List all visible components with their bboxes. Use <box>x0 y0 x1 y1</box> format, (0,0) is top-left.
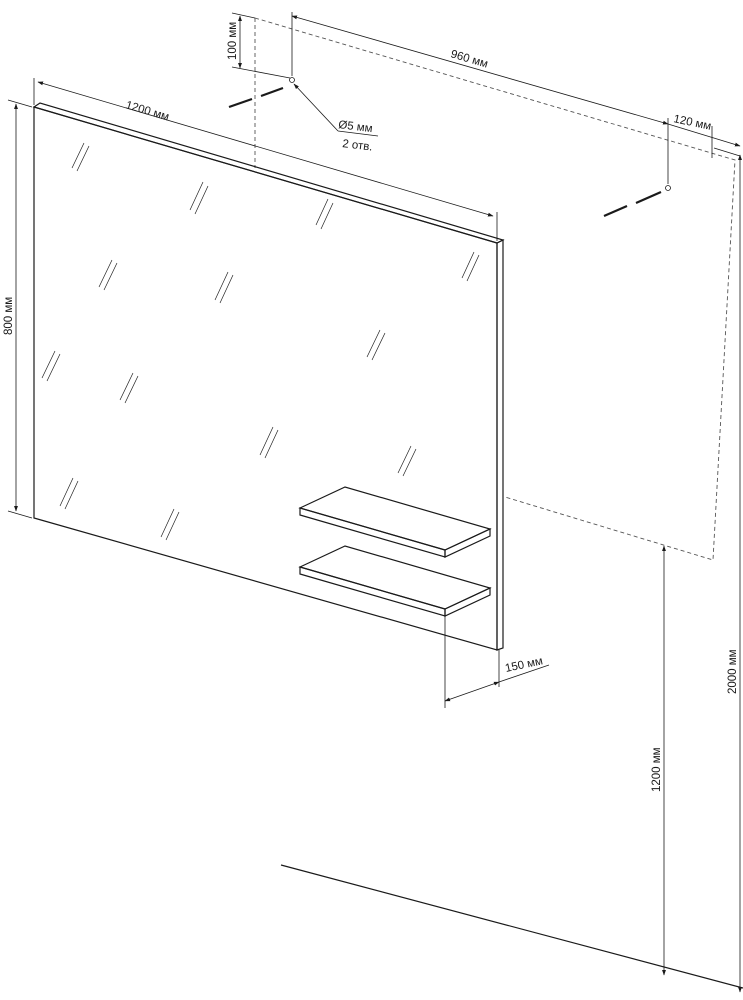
upper-shelf <box>298 486 492 558</box>
dimension-mirror-width: 1200 мм <box>33 78 498 241</box>
mirror-panel <box>32 102 505 651</box>
top-offset-label: 100 мм <box>227 22 239 60</box>
side-offset-label: 120 мм <box>672 113 712 133</box>
glass-reflection-marks <box>41 142 480 541</box>
mirror-height-label: 800 мм <box>3 297 15 335</box>
hole-count-label: 2 отв. <box>342 138 374 154</box>
lower-shelf <box>298 545 492 617</box>
right-screw-icon <box>603 185 671 218</box>
dimension-mirror-height: 800 мм <box>3 99 33 519</box>
floor-line <box>280 864 743 989</box>
hole-callout: Ø5 мм 2 отв. <box>293 83 379 154</box>
dimension-top-offset: 100 мм <box>227 12 291 79</box>
mirror-width-label: 1200 мм <box>124 99 170 123</box>
dimension-mount-height-lower: 1200 мм <box>651 545 666 976</box>
dimension-shelf-depth: 150 мм <box>444 616 550 708</box>
dimension-hole-spacing: 960 мм <box>291 12 669 184</box>
mount-height-upper-label: 2000 мм <box>727 649 739 694</box>
left-screw-icon <box>228 77 295 109</box>
mount-height-lower-label: 1200 мм <box>651 747 663 792</box>
wall-mounting-outline <box>254 17 736 561</box>
dimension-mount-height-upper: 2000 мм <box>713 147 742 993</box>
shelf-depth-label: 150 мм <box>504 655 544 675</box>
dimension-side-offset: 120 мм <box>667 113 741 158</box>
hole-diameter-label: Ø5 мм <box>338 119 374 135</box>
